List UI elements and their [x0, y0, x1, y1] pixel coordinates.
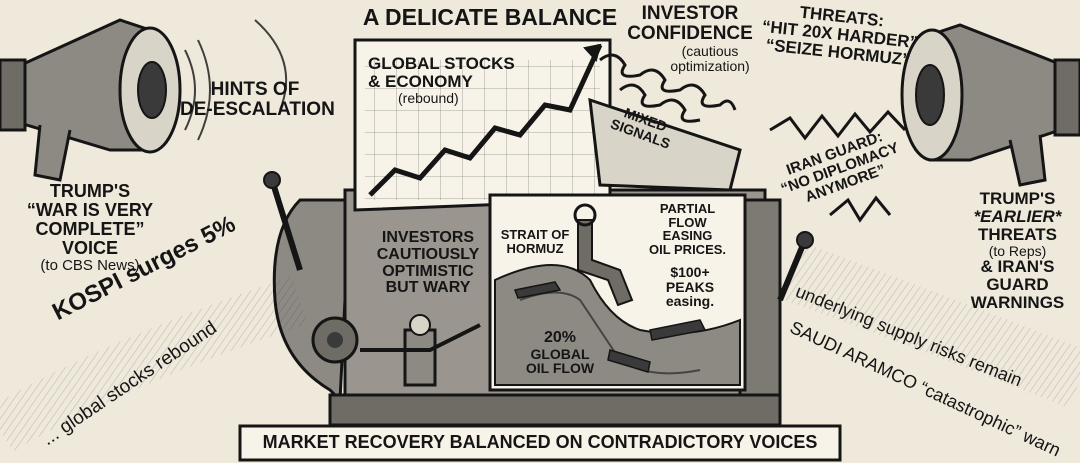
earlier-threats-threats: THREATS — [977, 224, 1057, 244]
partial-flow-line1: PARTIAL — [659, 201, 716, 216]
ribbons — [0, 241, 1080, 452]
trump-voice-label: TRUMP'S “WAR IS VERY COMPLETE” VOICE (to… — [20, 182, 160, 273]
investors-line4: BUT WARY — [385, 279, 471, 297]
investor-confidence-sub1: (cautious — [681, 42, 739, 59]
signal-dial — [588, 97, 742, 192]
earlier-threats-name: TRUMP'S — [979, 189, 1056, 208]
earlier-threats-earlier: *EARLIER* — [973, 206, 1062, 226]
investors-label: INVESTORS CAUTIOUSLY OPTIMISTIC BUT WARY — [368, 229, 488, 297]
hints-label: HINTS OF DE-ESCALATION — [180, 79, 335, 120]
page-title: A DELICATE BALANCE — [362, 4, 618, 30]
chart-panel-title-line2: & ECONOMY — [368, 71, 473, 91]
peaks-line2: PEAKS — [665, 278, 715, 295]
hints-line1: HINTS OF — [210, 79, 300, 100]
oil-flow-line3: OIL FLOW — [525, 360, 595, 377]
trump-voice-quote3: VOICE — [61, 237, 118, 258]
trump-voice-name: TRUMP'S — [49, 181, 131, 201]
strait-line2: HORMUZ — [506, 240, 564, 256]
trump-voice-source: (to CBS News) — [40, 256, 140, 274]
partial-flow-label: PARTIAL FLOW EASING OIL PRICES. — [630, 202, 745, 257]
hormuz-map-panel — [488, 193, 747, 392]
coil-spring — [599, 53, 737, 123]
rising-trend-line — [368, 43, 603, 197]
oil-flow-label: 20% GLOBAL OIL FLOW — [520, 329, 600, 377]
iran-guard-warnings-1: & IRAN'S — [980, 257, 1055, 277]
investor-confidence-label: INVESTOR CONFIDENCE (cautious optimizati… — [625, 4, 755, 73]
left-megaphone-icon — [0, 18, 182, 182]
partial-flow-line2: FLOW — [668, 214, 707, 230]
investor-confidence-line2: CONFIDENCE — [627, 22, 753, 44]
peaks-line3: easing. — [665, 293, 715, 310]
oil-flow-line2: GLOBAL — [530, 345, 590, 362]
left-sound-waves — [184, 19, 288, 141]
investors-line2: CAUTIOUSLY — [376, 245, 480, 263]
chart-panel-title: GLOBAL STOCKS & ECONOMY (rebound) — [368, 55, 528, 105]
oil-flow-line1: 20% — [543, 329, 577, 346]
footer-banner — [238, 424, 842, 462]
earlier-threats-label: TRUMP'S *EARLIER* THREATS (to Reps) & IR… — [955, 190, 1080, 312]
earlier-threats-to-reps: (to Reps) — [988, 242, 1047, 259]
right-megaphone-icon — [900, 23, 1080, 187]
iran-guard-warnings-2: GUARD — [986, 275, 1049, 295]
footer-caption: MARKET RECOVERY BALANCED ON CONTRADICTOR… — [262, 432, 818, 452]
investor-confidence-line1: INVESTOR — [641, 3, 739, 24]
trump-voice-quote1: “WAR IS VERY — [26, 199, 154, 220]
strait-label: STRAIT OF HORMUZ — [495, 228, 575, 255]
chart-panel-subtitle: (rebound) — [398, 89, 459, 106]
peaks-line1: $100+ — [670, 264, 710, 280]
investors-line3: OPTIMISTIC — [382, 262, 474, 280]
partial-flow-line4: OIL PRICES. — [648, 241, 727, 257]
partial-flow-line3: EASING — [662, 228, 713, 244]
peaks-label: $100+ PEAKS easing. — [655, 265, 725, 309]
investors-line1: INVESTORS — [381, 229, 475, 246]
trump-voice-quote2: COMPLETE” — [35, 218, 145, 239]
right-zigzag-waves — [769, 109, 907, 223]
hints-line2: DE-ESCALATION — [180, 98, 335, 120]
chart-panel-title-line1: GLOBAL STOCKS — [368, 54, 515, 73]
investor-confidence-sub2: optimization) — [670, 57, 750, 74]
iran-guard-warnings-3: WARNINGS — [970, 292, 1065, 312]
strait-line1: STRAIT OF — [500, 227, 570, 242]
